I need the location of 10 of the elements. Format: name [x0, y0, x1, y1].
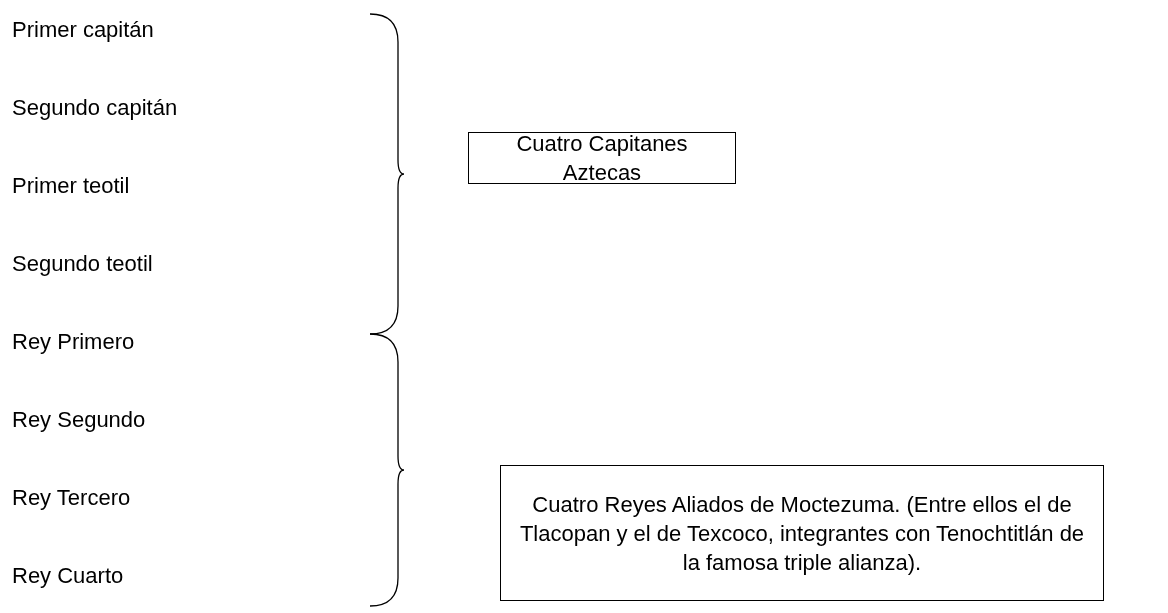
- list-item-text: Rey Cuarto: [12, 563, 124, 589]
- list-item-text: Primer teotil: [12, 173, 130, 199]
- text-box: Cuatro Capitanes Aztecas: [468, 132, 736, 184]
- list-item-text: Primer capitán: [12, 17, 154, 43]
- list-item-text: Segundo teotil: [12, 251, 153, 277]
- list-item-text: Rey Segundo: [12, 407, 146, 433]
- list-item-text: Segundo capitán: [12, 95, 178, 121]
- list-item-text: Rey Primero: [12, 329, 135, 355]
- text-box: Cuatro Reyes Aliados de Moctezuma. (Entre ellos el de Tlacopan y el de Texcoco, integrantes con Tenochtitlán de la famosa triple alianza).: [500, 465, 1104, 601]
- list-item-text: Rey Tercero: [12, 485, 131, 511]
